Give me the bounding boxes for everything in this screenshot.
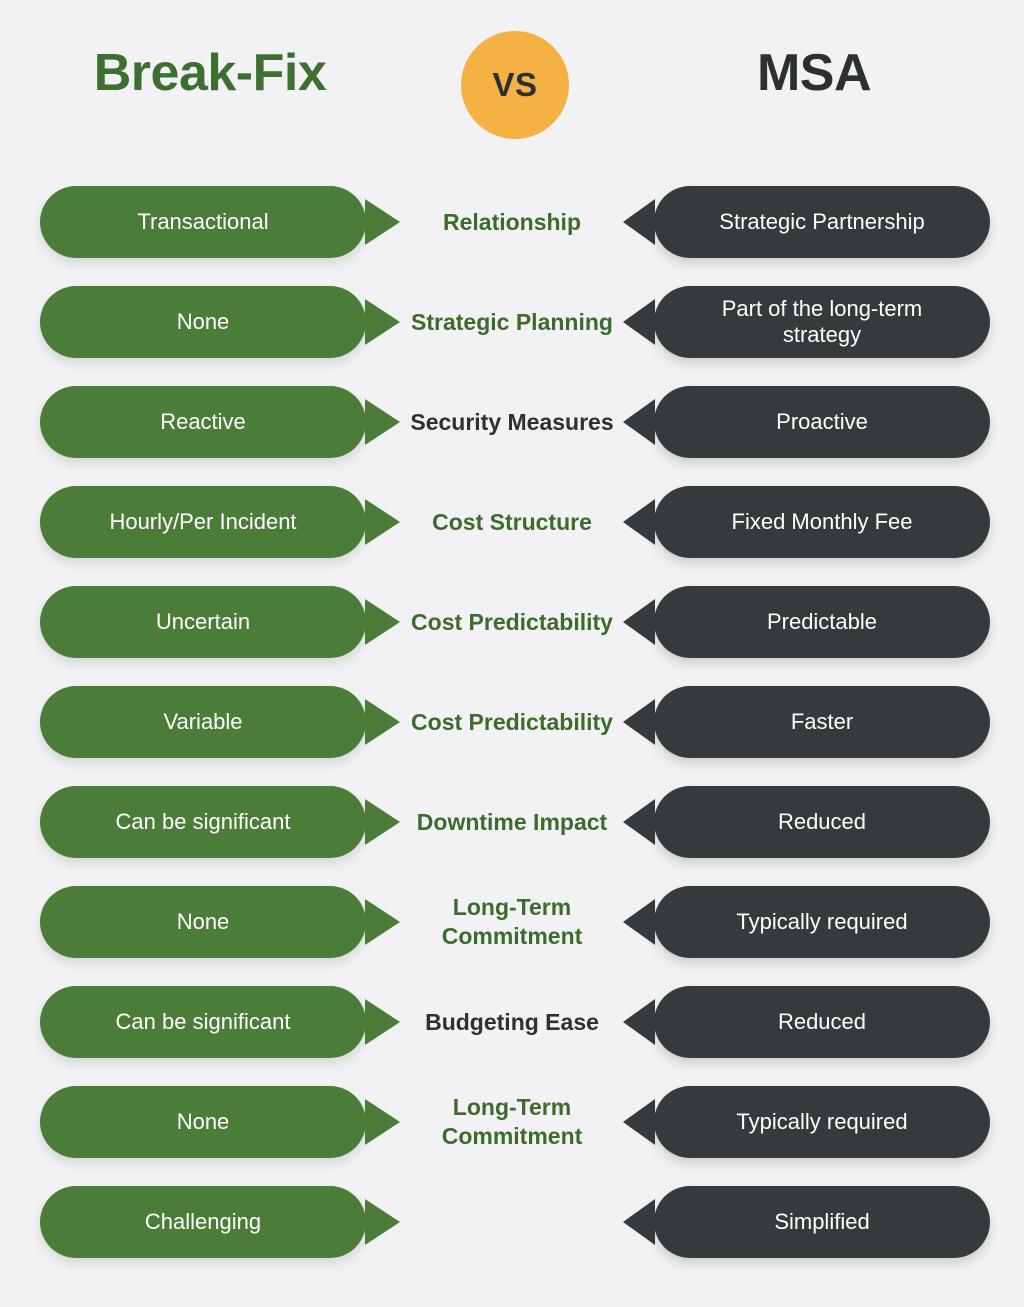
attribute-label-text: Strategic Planning (411, 308, 613, 335)
msa-pill: Typically required (623, 1086, 990, 1158)
msa-value: Faster (790, 709, 854, 734)
msa-pill: Part of the long-term strategy (623, 286, 990, 358)
msa-value: Typically required (736, 1109, 908, 1134)
break-fix-value: Challenging (144, 1209, 262, 1234)
break-fix-pill: Can be significant (40, 986, 400, 1058)
attribute-label: Relationship (396, 180, 628, 264)
page-title-msa: MSA (756, 44, 872, 102)
break-fix-value: Reactive (160, 409, 246, 434)
comparison-row: Uncertain Cost Predictability Predictable (0, 580, 1024, 680)
msa-pill: Faster (623, 686, 990, 758)
msa-value: Strategic Partnership (719, 209, 925, 234)
attribute-label: Long-Term Commitment (396, 1080, 628, 1164)
break-fix-value: Can be significant (115, 1009, 291, 1034)
comparison-row: None Strategic Planning Part of the long-t… (0, 280, 1024, 380)
msa-value: Typically required (736, 909, 908, 934)
attribute-label: Cost Predictability (396, 680, 628, 764)
break-fix-pill: Challenging (40, 1186, 400, 1258)
msa-pill: Simplified (623, 1186, 990, 1258)
attribute-label-text: Long-Term Commitment (441, 894, 583, 949)
msa-value: Part of the long-term strategy (721, 296, 923, 347)
break-fix-pill: None (40, 286, 400, 358)
vs-label: VS (492, 66, 538, 103)
comparison-row: Can be significant Downtime Impact Reduced (0, 780, 1024, 880)
msa-pill: Proactive (623, 386, 990, 458)
msa-value: Reduced (777, 809, 867, 834)
msa-pill: Predictable (623, 586, 990, 658)
attribute-label: Budgeting Ease (396, 980, 628, 1064)
break-fix-pill: Transactional (40, 186, 400, 258)
break-fix-pill: None (40, 1086, 400, 1158)
comparison-row: Hourly/Per Incident Cost Structure Fixed M… (0, 480, 1024, 580)
attribute-label: Cost Structure (396, 480, 628, 564)
attribute-label-text: Cost Predictability (411, 608, 613, 635)
attribute-label: Downtime Impact (396, 780, 628, 864)
comparison-row: Can be significant Budgeting Ease Reduced (0, 980, 1024, 1080)
attribute-label-text: Security Measures (410, 408, 614, 435)
break-fix-value: None (176, 1109, 230, 1134)
attribute-label: Security Measures (396, 380, 628, 464)
msa-value: Simplified (774, 1209, 870, 1234)
attribute-label: Long-Term Commitment (396, 880, 628, 964)
break-fix-pill: Can be significant (40, 786, 400, 858)
break-fix-value: Hourly/Per Incident (109, 509, 297, 534)
attribute-label-text: Cost Predictability (411, 708, 613, 735)
attribute-label-text: Long-Term Commitment (441, 1094, 583, 1149)
break-fix-value: Can be significant (115, 809, 291, 834)
attribute-label: Cost Predictability (396, 580, 628, 664)
attribute-label-text: Budgeting Ease (425, 1008, 599, 1035)
attribute-label-text: Relationship (442, 208, 581, 235)
comparison-row: Variable Cost Predictability Faster (0, 680, 1024, 780)
break-fix-value: None (176, 309, 230, 334)
attribute-label: Strategic Planning (396, 280, 628, 364)
attribute-label-text: Downtime Impact (416, 808, 608, 835)
msa-value: Fixed Monthly Fee (731, 509, 913, 534)
msa-value: Proactive (776, 409, 868, 434)
msa-pill: Typically required (623, 886, 990, 958)
vs-badge: VS (461, 31, 569, 139)
break-fix-value: Variable (163, 709, 243, 734)
break-fix-value: Uncertain (155, 609, 251, 634)
msa-value: Reduced (777, 1009, 867, 1034)
break-fix-pill: None (40, 886, 400, 958)
comparison-row: None Long-Term Commitment Typically requir… (0, 880, 1024, 980)
break-fix-value: None (176, 909, 230, 934)
msa-pill: Reduced (623, 986, 990, 1058)
msa-pill: Strategic Partnership (623, 186, 990, 258)
comparison-row: Transactional Relationship Strategic Partn… (0, 180, 1024, 280)
comparison-row: Reactive Security Measures Proactive (0, 380, 1024, 480)
msa-value: Predictable (766, 609, 878, 634)
msa-pill: Reduced (623, 786, 990, 858)
comparison-rows: Transactional Relationship Strategic Partn… (0, 180, 1024, 1280)
break-fix-pill: Reactive (40, 386, 400, 458)
attribute-label (396, 1180, 628, 1264)
comparison-row: None Long-Term Commitment Typically requir… (0, 1080, 1024, 1180)
msa-pill: Fixed Monthly Fee (623, 486, 990, 558)
break-fix-pill: Variable (40, 686, 400, 758)
break-fix-pill: Hourly/Per Incident (40, 486, 400, 558)
header: Break-Fix VS MSA (0, 0, 1024, 172)
break-fix-pill: Uncertain (40, 586, 400, 658)
comparison-row: Challenging Simplified (0, 1180, 1024, 1280)
break-fix-value: Transactional (137, 209, 269, 234)
page-title-break-fix: Break-Fix (93, 44, 327, 102)
attribute-label-text: Cost Structure (432, 508, 592, 535)
